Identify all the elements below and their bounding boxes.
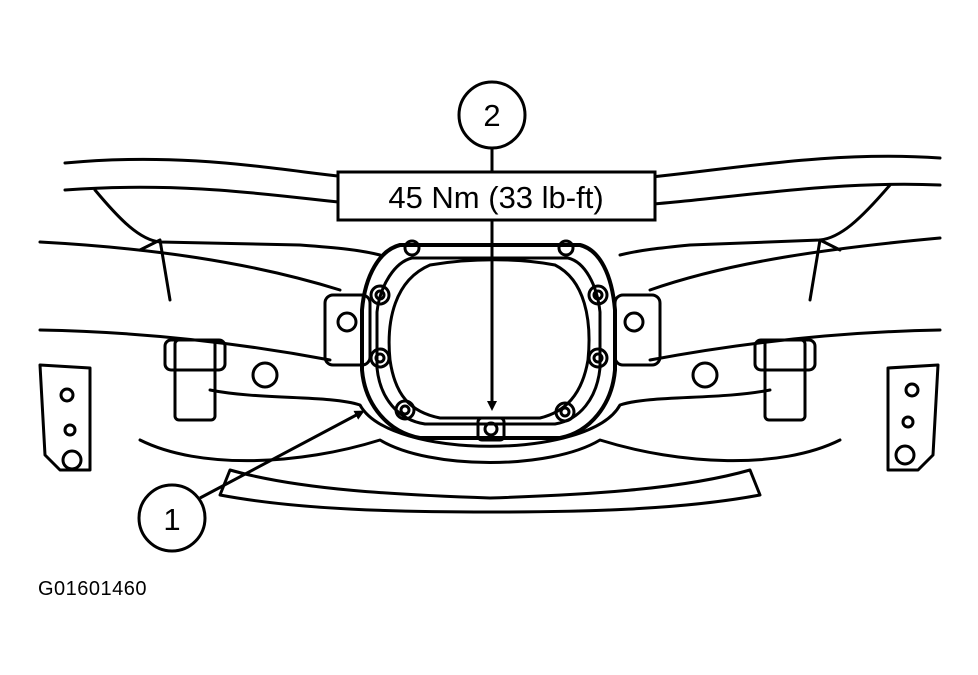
axle-tube-right-bottom (648, 328, 942, 362)
axle-tube-left-bottom (38, 328, 332, 362)
differential-cover-inner (375, 256, 602, 426)
torque-label-text: 45 Nm (33 lb-ft) (388, 180, 603, 215)
fill-plug (476, 416, 506, 442)
shock-left (173, 338, 217, 422)
skid-plate (218, 468, 762, 514)
axle-drawing (38, 154, 942, 514)
shock-right (763, 338, 807, 422)
callout-1-number: 1 (163, 502, 180, 537)
callout-1: 1 (137, 410, 365, 553)
differential-cover-face (387, 258, 591, 420)
callout-1-arrow (199, 410, 365, 500)
callout-2: 2 (457, 80, 527, 172)
frame-rail-right (618, 183, 892, 257)
figure-id: G01601460 (38, 578, 148, 600)
axle-tube-left-top (38, 240, 342, 292)
lower-crossmember (138, 438, 842, 464)
callout-2-number: 2 (483, 98, 500, 133)
spring-mount-right (886, 363, 940, 472)
torque-label: 45 Nm (33 lb-ft) (336, 170, 657, 411)
lower-crossmember-2 (208, 388, 772, 448)
axle-tube-right-top (648, 236, 942, 292)
axle-tube-left-center (323, 293, 372, 367)
cover-bolts (369, 239, 609, 423)
callout-1-circle (137, 483, 207, 553)
torque-label-box (336, 170, 657, 222)
